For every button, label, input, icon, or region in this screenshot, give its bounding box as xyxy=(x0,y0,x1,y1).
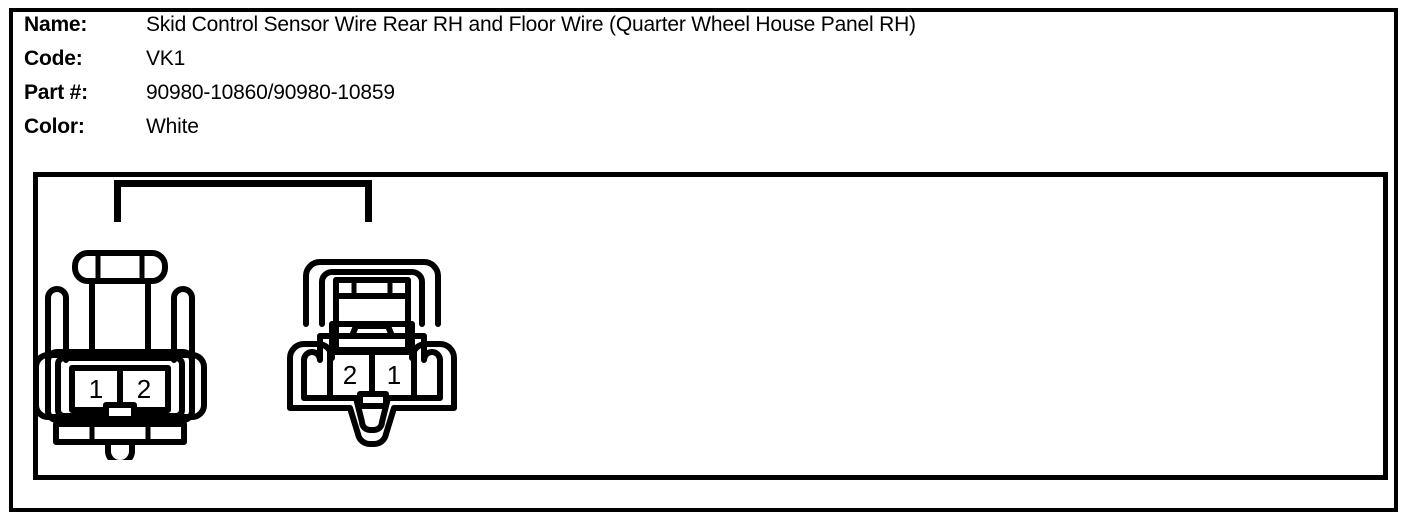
name-value: Skid Control Sensor Wire Rear RH and Flo… xyxy=(146,13,916,36)
info-row-color: Color: White xyxy=(24,110,1364,144)
bottom-notch-tab xyxy=(103,402,137,422)
code-label: Code: xyxy=(24,47,83,70)
left-pin-2-label: 2 xyxy=(137,374,151,404)
bracket-top-bar xyxy=(114,180,372,187)
bracket-right-leg xyxy=(365,180,372,222)
bottom-tab xyxy=(105,439,135,460)
name-label: Name: xyxy=(24,13,88,36)
left-arm-inner xyxy=(45,286,69,363)
right-pin-1-label: 1 xyxy=(387,360,401,390)
part-number-label: Part #: xyxy=(24,81,88,104)
body-outline-inner xyxy=(301,333,443,433)
connector-pair-bracket xyxy=(114,180,372,222)
top-cap xyxy=(72,250,168,284)
connector-diagram-panel xyxy=(33,172,1388,480)
info-row-name: Name: Skid Control Sensor Wire Rear RH a… xyxy=(24,8,1364,42)
right-connector: 2 1 xyxy=(282,248,462,460)
code-value: VK1 xyxy=(146,47,186,70)
connector-info-table: Name: Skid Control Sensor Wire Rear RH a… xyxy=(24,8,1364,144)
latch-block xyxy=(333,277,411,353)
center-neck xyxy=(89,278,151,357)
color-value: White xyxy=(146,115,199,138)
color-label: Color: xyxy=(24,115,85,138)
info-row-part-number: Part #: 90980-10860/90980-10859 xyxy=(24,76,1364,110)
right-arm-inner xyxy=(171,286,195,363)
right-pin-2-label: 2 xyxy=(343,360,357,390)
hood-inner xyxy=(319,269,425,327)
left-connector: 1 2 xyxy=(30,248,210,460)
hood-outer xyxy=(303,259,441,327)
part-number-value: 90980-10860/90980-10859 xyxy=(146,81,395,104)
info-row-code: Code: VK1 xyxy=(24,42,1364,76)
bracket-left-leg xyxy=(114,180,121,222)
bottom-flange xyxy=(53,421,187,445)
left-pin-1-label: 1 xyxy=(89,374,103,404)
bottom-notch-tab xyxy=(357,391,389,409)
